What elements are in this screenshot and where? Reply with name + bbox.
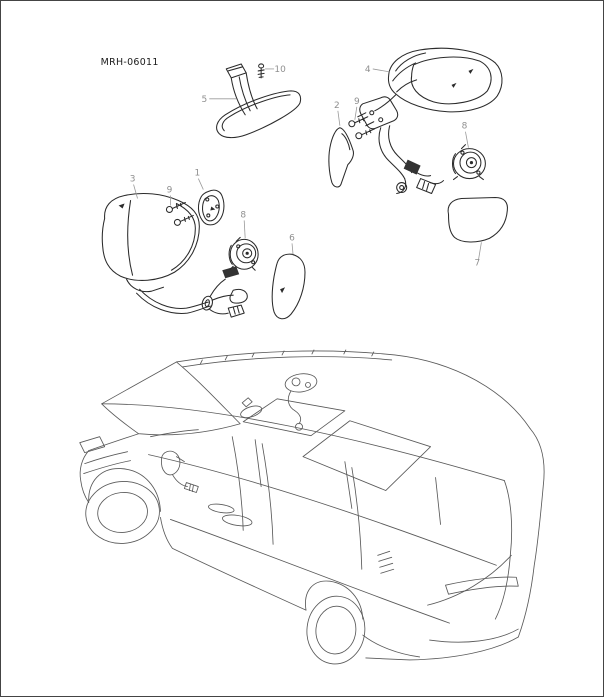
inside-mirror-part [216, 63, 302, 139]
callout-label-7: 7 [475, 258, 481, 268]
callout-leader-3 [133, 184, 138, 199]
callout-label-1: 1 [194, 169, 200, 179]
callout-leader-4 [372, 68, 390, 73]
callout-label-9-left: 9 [167, 186, 173, 196]
callout-label-8-right: 8 [462, 122, 468, 132]
mounting-screws-rh [348, 116, 376, 140]
callout-leader-9-right [354, 106, 358, 120]
callout-labels: 5 10 4 2 9 8 7 3 9 1 8 6 [130, 65, 481, 268]
diagram-code: MRH-06011 [101, 57, 159, 68]
inside-mirror-screw [257, 63, 265, 79]
callout-label-3: 3 [130, 175, 136, 185]
callout-leaders [133, 68, 482, 261]
mounting-bracket-part [197, 189, 225, 226]
mirror-actuator-rh [451, 144, 486, 181]
mounting-screws-lh [165, 201, 194, 226]
callout-label-9-right: 9 [354, 97, 360, 107]
callout-leader-6 [291, 243, 294, 255]
callout-label-10: 10 [274, 65, 286, 75]
mirror-glass-lh [271, 253, 306, 320]
callout-leader-2 [337, 110, 341, 126]
outside-mirror-lh [101, 192, 200, 293]
callout-label-5: 5 [201, 95, 207, 105]
callout-leader-8-right [465, 131, 469, 148]
callout-leader-7 [478, 242, 482, 261]
callout-label-4: 4 [365, 65, 371, 75]
parts-group [101, 47, 508, 320]
mirror-glass-rh [447, 196, 508, 243]
outside-mirror-rh [357, 47, 503, 130]
corner-cover-part [328, 127, 354, 188]
wiring-harness-lh [136, 266, 248, 318]
callout-label-2: 2 [334, 101, 340, 111]
callout-label-6: 6 [289, 233, 295, 243]
mirror-actuator-lh [228, 236, 259, 271]
callout-leader-8-left [243, 220, 246, 239]
callout-label-8-left: 8 [240, 210, 246, 220]
wiring-harness-rh [378, 125, 445, 195]
vehicle-sketch [79, 349, 545, 665]
callout-leader-1 [197, 178, 204, 190]
